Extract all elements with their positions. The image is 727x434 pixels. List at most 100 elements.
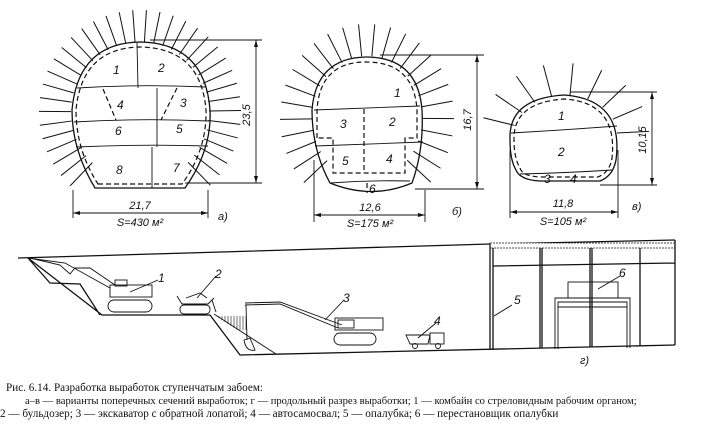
- zone-label: 1: [394, 86, 401, 100]
- height-dimension: 10,15: [637, 125, 649, 153]
- rock-bolt: [292, 68, 321, 87]
- machine-label: 4: [434, 314, 441, 328]
- machine-label: 5: [514, 293, 521, 307]
- zone-label: 8: [116, 163, 123, 177]
- rock-bolt: [542, 65, 553, 97]
- caption-line: 2 — бульдозер; 3 — экскаватор с обратной…: [0, 408, 559, 420]
- rock-bolt: [569, 63, 574, 96]
- rock-bolt: [281, 101, 313, 108]
- rock-bolt: [52, 147, 81, 165]
- rock-bolt: [192, 46, 219, 68]
- combine-machine: [27, 257, 153, 313]
- height-dimension: 16,7: [462, 108, 474, 130]
- rock-bolt: [81, 28, 101, 56]
- cross-section-v: 1 2 3 4 10,15 11,8 S=105 м² в): [509, 91, 657, 228]
- rock-bolt: [358, 24, 363, 57]
- rock-bolt: [587, 70, 603, 100]
- zone-label: 2: [388, 115, 396, 129]
- rock-bolt: [61, 47, 87, 69]
- rock-bolt: [281, 129, 314, 138]
- rock-bolt: [187, 161, 211, 186]
- height-dimension: 23,5: [241, 103, 253, 126]
- zone-label: 1: [558, 109, 565, 123]
- machine-label: 2: [214, 267, 222, 281]
- width-dimension: 21,7: [128, 200, 151, 212]
- longitudinal-section: 1 2 3 4 5 6 г): [17, 239, 676, 367]
- rock-bolt: [53, 58, 82, 76]
- rock-bolt: [70, 37, 94, 62]
- area-label: S=430 м²: [117, 217, 164, 229]
- width-dimension: 12,6: [359, 202, 381, 214]
- cross-section-a: 1 2 3 4 5 6 7 8 23,5 21,7 S=430 м² а): [71, 39, 262, 229]
- rock-bolt: [105, 15, 118, 47]
- rock-bolts: [38, 10, 649, 187]
- rock-bolt: [417, 140, 449, 154]
- rock-bolt: [199, 146, 228, 164]
- rock-bolt: [327, 33, 343, 63]
- rock-bolt: [495, 94, 523, 113]
- formwork-mover: [554, 281, 631, 349]
- formwork: [489, 240, 676, 350]
- rock-bolt: [208, 119, 241, 125]
- rock-bolt: [407, 54, 432, 77]
- section-tag: а): [218, 211, 228, 223]
- rock-bolt: [413, 150, 441, 169]
- excavator: [213, 301, 384, 355]
- rock-bolt: [208, 96, 240, 103]
- zone-label: 4: [117, 98, 124, 112]
- rock-bolt: [198, 57, 226, 76]
- zone-label: 6: [115, 124, 122, 138]
- zone-label: 7: [173, 161, 181, 175]
- zone-label: 6: [369, 182, 376, 196]
- rock-bolt: [421, 100, 453, 108]
- zone-label: 2: [557, 145, 565, 159]
- rock-bolt: [285, 84, 316, 97]
- rock-bolt: [162, 15, 174, 47]
- cross-section-b: 1 2 3 4 5 6 16,7 12,6 S=175 м² б): [311, 54, 484, 230]
- rock-bolt: [46, 138, 77, 153]
- rock-bolt: [153, 11, 161, 44]
- rock-bolt: [381, 27, 392, 59]
- zone-label: 5: [176, 122, 183, 136]
- rock-bolt: [118, 12, 127, 44]
- rock-bolt: [39, 97, 72, 103]
- machine-label: 1: [158, 271, 165, 285]
- bulldozer: [176, 292, 217, 315]
- zone-label: 3: [544, 172, 551, 186]
- width-dimension: 11,8: [553, 198, 574, 210]
- section-tag: б): [452, 206, 462, 218]
- rock-bolt: [612, 106, 643, 120]
- rock-bolt: [313, 43, 334, 70]
- machine-label: 6: [619, 266, 626, 280]
- area-label: S=105 м²: [540, 216, 587, 228]
- rock-bolt: [399, 42, 420, 69]
- rock-bolt: [178, 27, 198, 55]
- rock-bolt: [206, 82, 238, 93]
- section-tag: г): [580, 355, 589, 367]
- zone-label: 4: [386, 152, 393, 166]
- rock-bolt: [47, 70, 78, 85]
- rock-bolt: [194, 154, 220, 176]
- rock-bolt: [206, 129, 238, 139]
- dump-truck: [405, 332, 445, 349]
- rock-bolt: [293, 151, 322, 170]
- rock-bolt: [413, 68, 442, 86]
- zone-label: 5: [342, 154, 349, 168]
- rock-bolt: [42, 83, 74, 94]
- rock-bolt: [616, 130, 649, 134]
- rock-bolt: [371, 24, 376, 57]
- rock-bolt: [303, 160, 328, 184]
- rock-bolt: [60, 155, 87, 176]
- zone-label: 2: [157, 61, 165, 75]
- figure-caption: Рис. 6.14. Разработка выработок ступенча…: [0, 382, 727, 421]
- rock-bolt: [602, 84, 627, 108]
- rock-bolt: [286, 140, 317, 154]
- rock-bolt: [202, 69, 233, 84]
- zone-label: 3: [180, 96, 187, 110]
- rock-bolt: [483, 117, 515, 126]
- area-label: S=175 м²: [347, 218, 394, 230]
- rock-bolt: [170, 20, 187, 50]
- rock-bolt: [92, 21, 109, 51]
- excavation-hatching: [215, 316, 247, 330]
- rock-bolt: [406, 159, 431, 183]
